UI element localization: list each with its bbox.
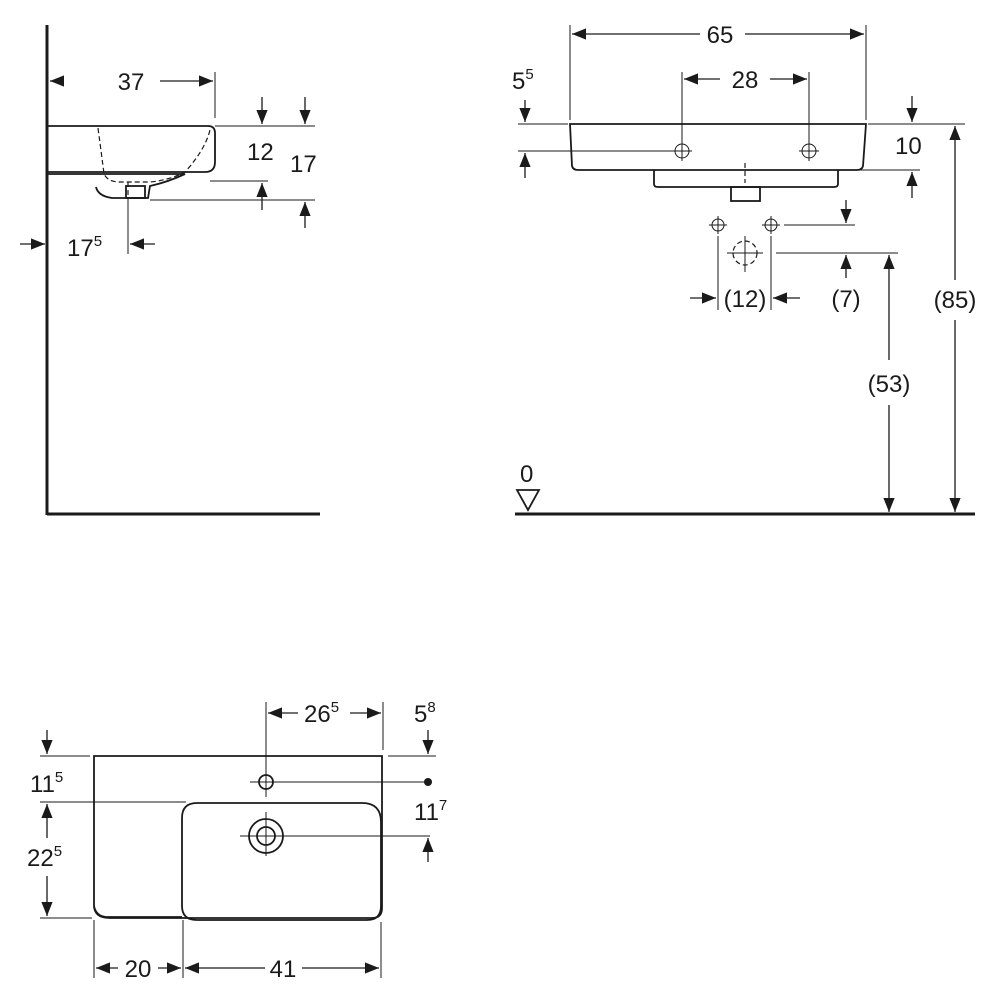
side-view: 37 12 17 175 — [20, 25, 320, 516]
basin-corner — [93, 905, 182, 918]
supply-pipe-left — [709, 216, 727, 234]
basin-top-outline — [93, 755, 383, 919]
dim-22-5-main: 22 — [27, 845, 54, 872]
dim-17-5-label: 175 — [67, 233, 102, 262]
bowl-hidden-line — [97, 127, 211, 183]
drain-outlet — [125, 185, 146, 199]
dim-5-8-sup: 8 — [427, 699, 435, 716]
floor-level-label: 0 — [520, 461, 533, 488]
dim-5-8-main: 5 — [414, 701, 427, 728]
tap-hole-left — [672, 141, 692, 161]
tap-hole-right — [799, 141, 819, 161]
top-view: 265 58 117 115 225 20 41 — [27, 699, 447, 983]
dim-17-5-main: 17 — [67, 235, 94, 262]
dim-5-5-main: 5 — [512, 68, 525, 95]
dim-5-8-label: 58 — [414, 699, 436, 728]
basin-side-profile — [47, 125, 216, 173]
bowl-outline — [181, 802, 382, 921]
dim-11-5-sup: 5 — [55, 769, 63, 786]
basin-front-profile — [569, 123, 867, 171]
drain-hole — [240, 812, 430, 856]
dim-10-label: 10 — [895, 133, 922, 160]
dim-11-5-label: 115 — [30, 769, 63, 798]
dim-53-paren-label: (53) — [868, 371, 911, 398]
dim-28-label: 28 — [732, 67, 759, 94]
dim-12-label: 12 — [247, 139, 274, 166]
dim-37-label: 37 — [118, 69, 145, 96]
front-view: 0 65 28 55 10 — [512, 22, 977, 516]
dim-26-5-main: 26 — [304, 701, 331, 728]
dim-17-5-sup: 5 — [94, 233, 102, 250]
dim-22-5-label: 225 — [27, 843, 62, 872]
dim-22-5-sup: 5 — [54, 843, 62, 860]
tap-hole — [250, 768, 432, 797]
dim-5-5-label: 55 — [512, 66, 534, 95]
dim-17-label: 17 — [290, 151, 317, 178]
dim-85-paren-label: (85) — [934, 287, 977, 314]
dim-11-7-main: 11 — [414, 799, 439, 826]
drain-pipe — [727, 236, 763, 272]
supply-pipe-right — [762, 216, 780, 234]
dim-7-paren-label: (7) — [831, 286, 860, 313]
dim-26-5-sup: 5 — [331, 699, 339, 716]
dim-11-7-label: 117 — [414, 797, 447, 826]
dim-41-label: 41 — [270, 956, 297, 983]
dim-20-label: 20 — [125, 956, 152, 983]
dim-12-paren-label: (12) — [724, 286, 767, 313]
dim-5-5-sup: 5 — [525, 66, 533, 83]
drain-outlet — [730, 186, 761, 202]
dim-11-5-main: 11 — [30, 771, 55, 798]
dim-11-7-sup: 7 — [439, 797, 447, 814]
basin-front-bottom — [653, 170, 839, 188]
dim-26-5-label: 265 — [304, 699, 339, 728]
basin-underside — [47, 173, 186, 199]
floor-level-marker — [515, 489, 541, 512]
dim-65-label: 65 — [707, 22, 734, 49]
